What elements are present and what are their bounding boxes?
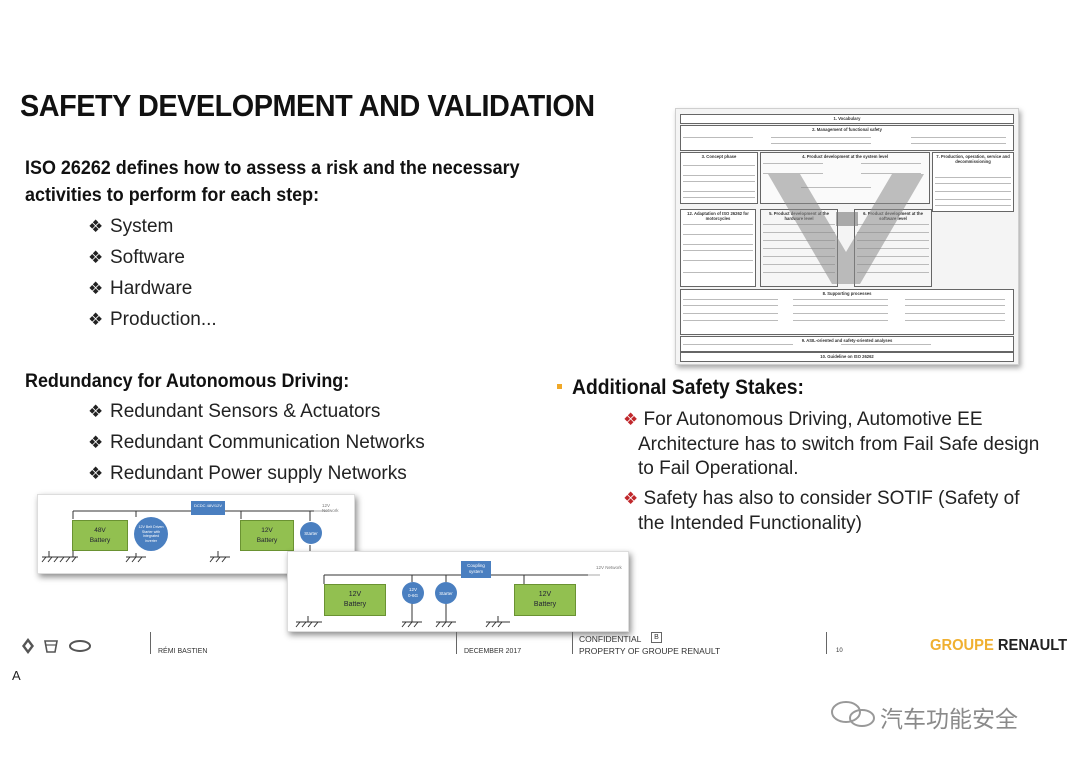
stakes-item-2: ❖ Safety has also to consider SOTIF (Saf… xyxy=(623,488,1020,534)
iso-intro-line2: activities to perform for each step: xyxy=(25,184,320,206)
groupe-renault-logo: GROUPE RENAULT xyxy=(930,637,1068,654)
dacia-icon xyxy=(44,640,58,653)
iso-part-12: 12. Adaptation of ISO 26262 for motorcyc… xyxy=(680,209,756,287)
stakes-item-1: ❖ For Autonomous Driving, Automotive EE … xyxy=(623,409,1040,479)
iso26262-overview-figure: 1. Vocabulary 2. Management of functiona… xyxy=(675,108,1019,365)
diamond-bullet-icon: ❖ xyxy=(88,433,104,452)
diamond-bullet-icon: ❖ xyxy=(88,217,104,236)
footer-confidential: CONFIDENTIAL xyxy=(579,634,642,644)
iso-part-9: 9. ASIL-oriented and safety-oriented ana… xyxy=(680,336,1014,352)
list-item: ❖Redundant Sensors & Actuators xyxy=(88,396,425,427)
diamond-bullet-icon: ❖ xyxy=(88,402,104,421)
list-item: ❖Software xyxy=(88,242,217,273)
starter-node: Starter xyxy=(300,522,322,544)
square-bullet-icon xyxy=(557,384,562,390)
footer-divider xyxy=(456,632,457,654)
renault-diamond-icon xyxy=(22,638,34,654)
diamond-bullet-icon: ❖ xyxy=(88,310,104,329)
redundancy-list: ❖Redundant Sensors & Actuators ❖Redundan… xyxy=(88,396,425,489)
diamond-bullet-icon: ❖ xyxy=(88,248,104,267)
list-item: ❖Redundant Communication Networks xyxy=(88,427,425,458)
footer-divider xyxy=(150,632,151,654)
list-item: ❖System xyxy=(88,211,217,242)
footer-author: RÉMI BASTIEN xyxy=(158,648,208,655)
stakes-heading: Additional Safety Stakes: xyxy=(572,376,804,399)
watermark-text: 汽车功能安全 xyxy=(880,706,1018,732)
brand-logos xyxy=(22,638,91,654)
v-model-graphic xyxy=(768,174,924,284)
iso-part-2: 2. Management of functional safety xyxy=(680,125,1014,151)
footer-divider xyxy=(826,632,827,654)
list-item: ❖Redundant Power supply Networks xyxy=(88,458,425,489)
iso-steps-list: ❖System ❖Software ❖Hardware ❖Production.… xyxy=(88,211,217,335)
iso-part-10: 10. Guideline on ISO 26262 xyxy=(680,352,1014,362)
coupling-system: Coupling system xyxy=(461,561,491,578)
list-item: ❖Production... xyxy=(88,304,217,335)
iso-part-7: 7. Production, operation, service and de… xyxy=(932,152,1014,212)
diamond-bullet-icon: ❖ xyxy=(88,464,104,483)
starter-node: Starter xyxy=(435,582,457,604)
diamond-bullet-icon: ❖ xyxy=(623,489,639,508)
dcdc-converter: DCDC 48V/12V xyxy=(191,501,225,515)
network-label: 12V Network xyxy=(322,503,339,513)
iso-part-1: 1. Vocabulary xyxy=(680,114,1014,124)
iso-part-3: 3. Concept phase xyxy=(680,152,758,204)
redundancy-heading: Redundancy for Autonomous Driving: xyxy=(25,370,350,392)
diamond-bullet-icon: ❖ xyxy=(623,410,639,429)
footer-property: PROPERTY OF GROUPE RENAULT xyxy=(579,646,721,656)
iso-part-8: 8. Supporting processes xyxy=(680,289,1014,335)
starter-generator-node: 12V Belt Driven Starter with Integrated … xyxy=(134,517,168,551)
confidentiality-badge: B xyxy=(651,632,662,643)
diamond-bullet-icon: ❖ xyxy=(88,279,104,298)
iso-intro-line1: ISO 26262 defines how to assess a risk a… xyxy=(25,157,520,179)
network-label: 12V Network xyxy=(596,565,622,570)
footer-date: DECEMBER 2017 xyxy=(464,648,522,655)
wechat-icon xyxy=(831,701,875,727)
slide-title: SAFETY DEVELOPMENT AND VALIDATION xyxy=(20,88,595,123)
list-item: ❖Hardware xyxy=(88,273,217,304)
stakes-heading-block: Additional Safety Stakes: xyxy=(557,376,824,400)
samsung-motors-icon xyxy=(69,640,91,652)
corner-letter: A xyxy=(12,668,21,683)
page-number: 10 xyxy=(836,648,843,654)
footer-divider xyxy=(572,632,573,654)
